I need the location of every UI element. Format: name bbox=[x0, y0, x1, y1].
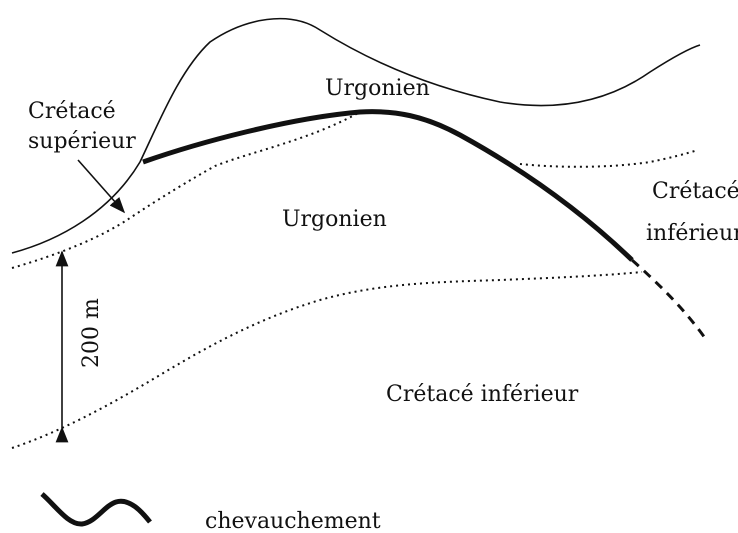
pointer-arrow bbox=[77, 159, 126, 214]
dotted-boundary-upper bbox=[11, 111, 361, 269]
upper-boundary-line bbox=[11, 17, 701, 254]
thrust-line bbox=[142, 109, 634, 262]
label-scale-200m: 200 m bbox=[79, 298, 104, 368]
label-urgonien-middle: Urgonien bbox=[282, 207, 387, 232]
label-cretace-inferieur-bottom: Crétacé inférieur bbox=[386, 382, 579, 407]
dotted-boundary-right bbox=[519, 149, 699, 168]
legend-thrust-symbol bbox=[40, 492, 152, 527]
dotted-boundary-lower bbox=[11, 271, 643, 449]
legend-label: chevauchement bbox=[205, 509, 381, 533]
label-cretace-inferieur-right-line1: Crétacé bbox=[652, 179, 738, 204]
label-cretace-superieur-line2: supérieur bbox=[28, 129, 136, 154]
legend: chevauchement bbox=[40, 492, 381, 533]
label-cretace-inferieur-right-line2: inférieur bbox=[646, 221, 738, 246]
label-urgonien-top: Urgonien bbox=[325, 76, 430, 101]
thrust-line-dashed-extension bbox=[631, 258, 707, 339]
label-cretace-superieur-line1: Crétacé bbox=[28, 99, 116, 124]
